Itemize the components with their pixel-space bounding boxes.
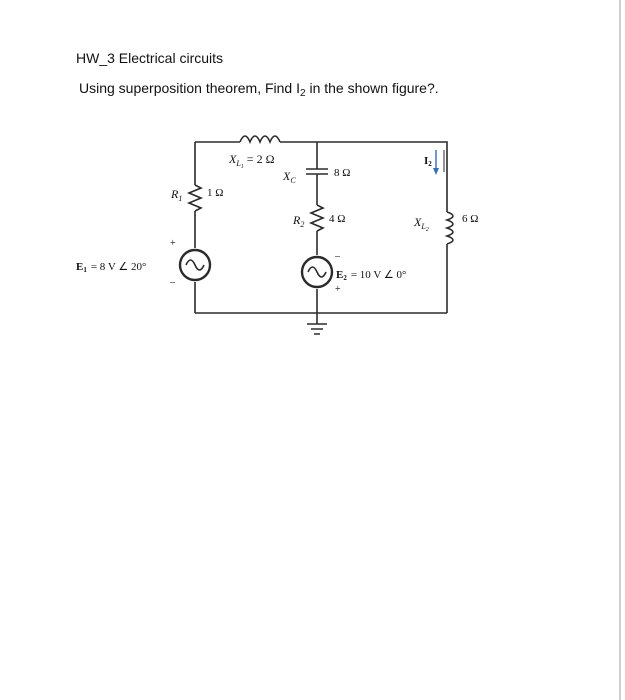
question-prefix: Using superposition theorem, Find I xyxy=(79,80,300,96)
source-e2-icon xyxy=(300,255,334,289)
label-e2-plus: + xyxy=(335,284,341,295)
label-e2: E2= 10 V ∠ 0° xyxy=(336,269,406,282)
label-xl2: XL2 xyxy=(413,215,429,233)
resistor-r2-icon xyxy=(308,204,326,232)
label-xl1: XL1= 2 Ω xyxy=(228,152,275,170)
label-r2-value: 4 Ω xyxy=(329,213,345,225)
wire-top-right xyxy=(280,141,448,212)
resistor-r1-icon xyxy=(186,184,204,212)
source-e1-icon xyxy=(178,248,212,282)
source-e2-wave xyxy=(307,266,327,278)
homework-title: HW_3 Electrical circuits xyxy=(76,50,224,66)
ground-icon xyxy=(307,323,327,335)
current-i2-arrow-icon xyxy=(433,150,445,175)
label-i2: I2 xyxy=(424,155,432,168)
question-subscript: 2 xyxy=(300,88,306,99)
source-e1-wave xyxy=(185,259,205,271)
label-r1: R1 xyxy=(170,187,182,203)
question-suffix: in the shown figure?. xyxy=(305,80,439,96)
inductor-xl2-icon xyxy=(444,211,454,245)
label-e2-minus: – xyxy=(334,251,341,262)
inductor-xl1-icon xyxy=(239,135,281,145)
label-xc: XC xyxy=(282,169,296,185)
label-xc-value: 8 Ω xyxy=(334,167,350,179)
label-e1: E1= 8 V ∠ 20° xyxy=(76,261,146,274)
label-r1-value: 1 Ω xyxy=(207,187,223,199)
capacitor-xc-icon xyxy=(306,168,328,175)
question-text: Using superposition theorem, Find I2 in … xyxy=(79,80,439,99)
label-r2: R2 xyxy=(292,213,304,229)
label-e1-plus: + xyxy=(170,238,176,249)
label-xl2-value: 6 Ω xyxy=(462,213,478,225)
label-e1-minus: – xyxy=(169,277,176,288)
